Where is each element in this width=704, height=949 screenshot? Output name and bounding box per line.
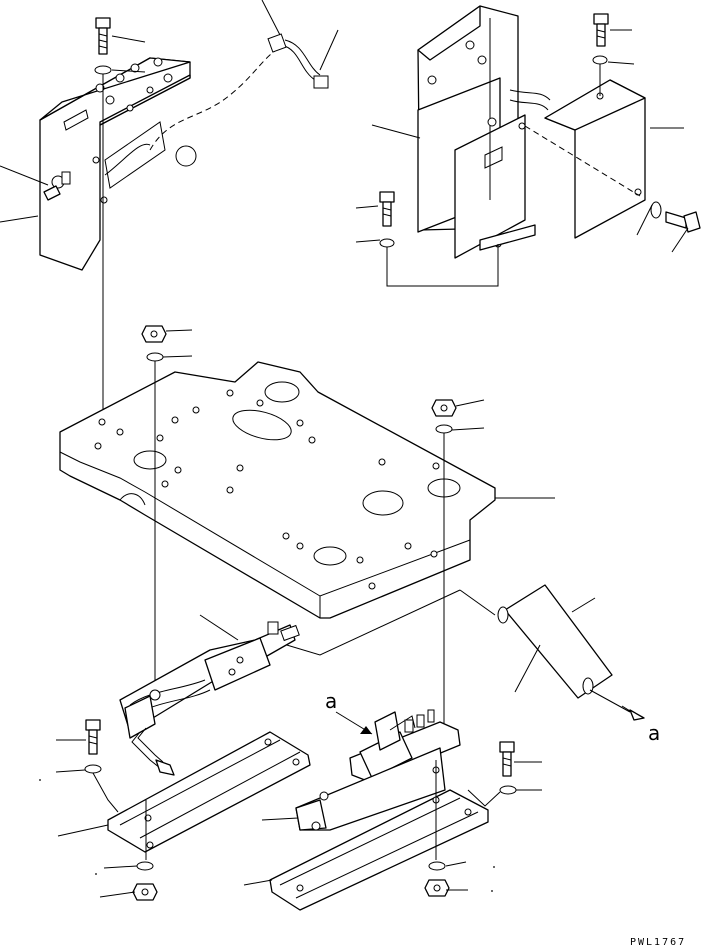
washer	[499, 785, 517, 795]
arrow-ref-label: a	[648, 721, 660, 745]
bolt	[379, 191, 395, 227]
seat-slide-rail-right	[295, 709, 461, 831]
washer	[428, 861, 446, 871]
nut	[141, 325, 167, 343]
mounting-holes	[94, 389, 440, 590]
nut	[132, 883, 158, 901]
rail-base-left	[107, 731, 311, 853]
rail-base-right	[269, 789, 489, 911]
washer	[94, 65, 112, 75]
drawing-code: PWL1767	[630, 937, 686, 948]
washer	[136, 861, 154, 871]
nut	[424, 879, 450, 897]
switch-icon	[43, 171, 71, 201]
control-cover	[544, 79, 646, 239]
bolt	[85, 719, 101, 755]
washer	[592, 55, 608, 65]
view-ref-label: a	[325, 689, 337, 713]
nut	[431, 399, 457, 417]
bolt	[593, 13, 609, 47]
bolt	[650, 201, 701, 233]
view-arrow-icon	[335, 711, 373, 735]
bolt	[499, 741, 515, 777]
washer	[146, 352, 164, 362]
control-box-bracket	[417, 5, 551, 259]
harness	[104, 33, 329, 176]
washer	[379, 238, 395, 248]
leader-lines	[0, 0, 689, 898]
washer	[84, 764, 102, 774]
seat-slide-rail-left	[119, 621, 300, 739]
washer	[435, 424, 453, 434]
seat-plate	[59, 361, 496, 619]
bolt	[95, 17, 111, 55]
adjust-handle	[131, 727, 175, 776]
bracket-with-switch	[39, 57, 197, 271]
